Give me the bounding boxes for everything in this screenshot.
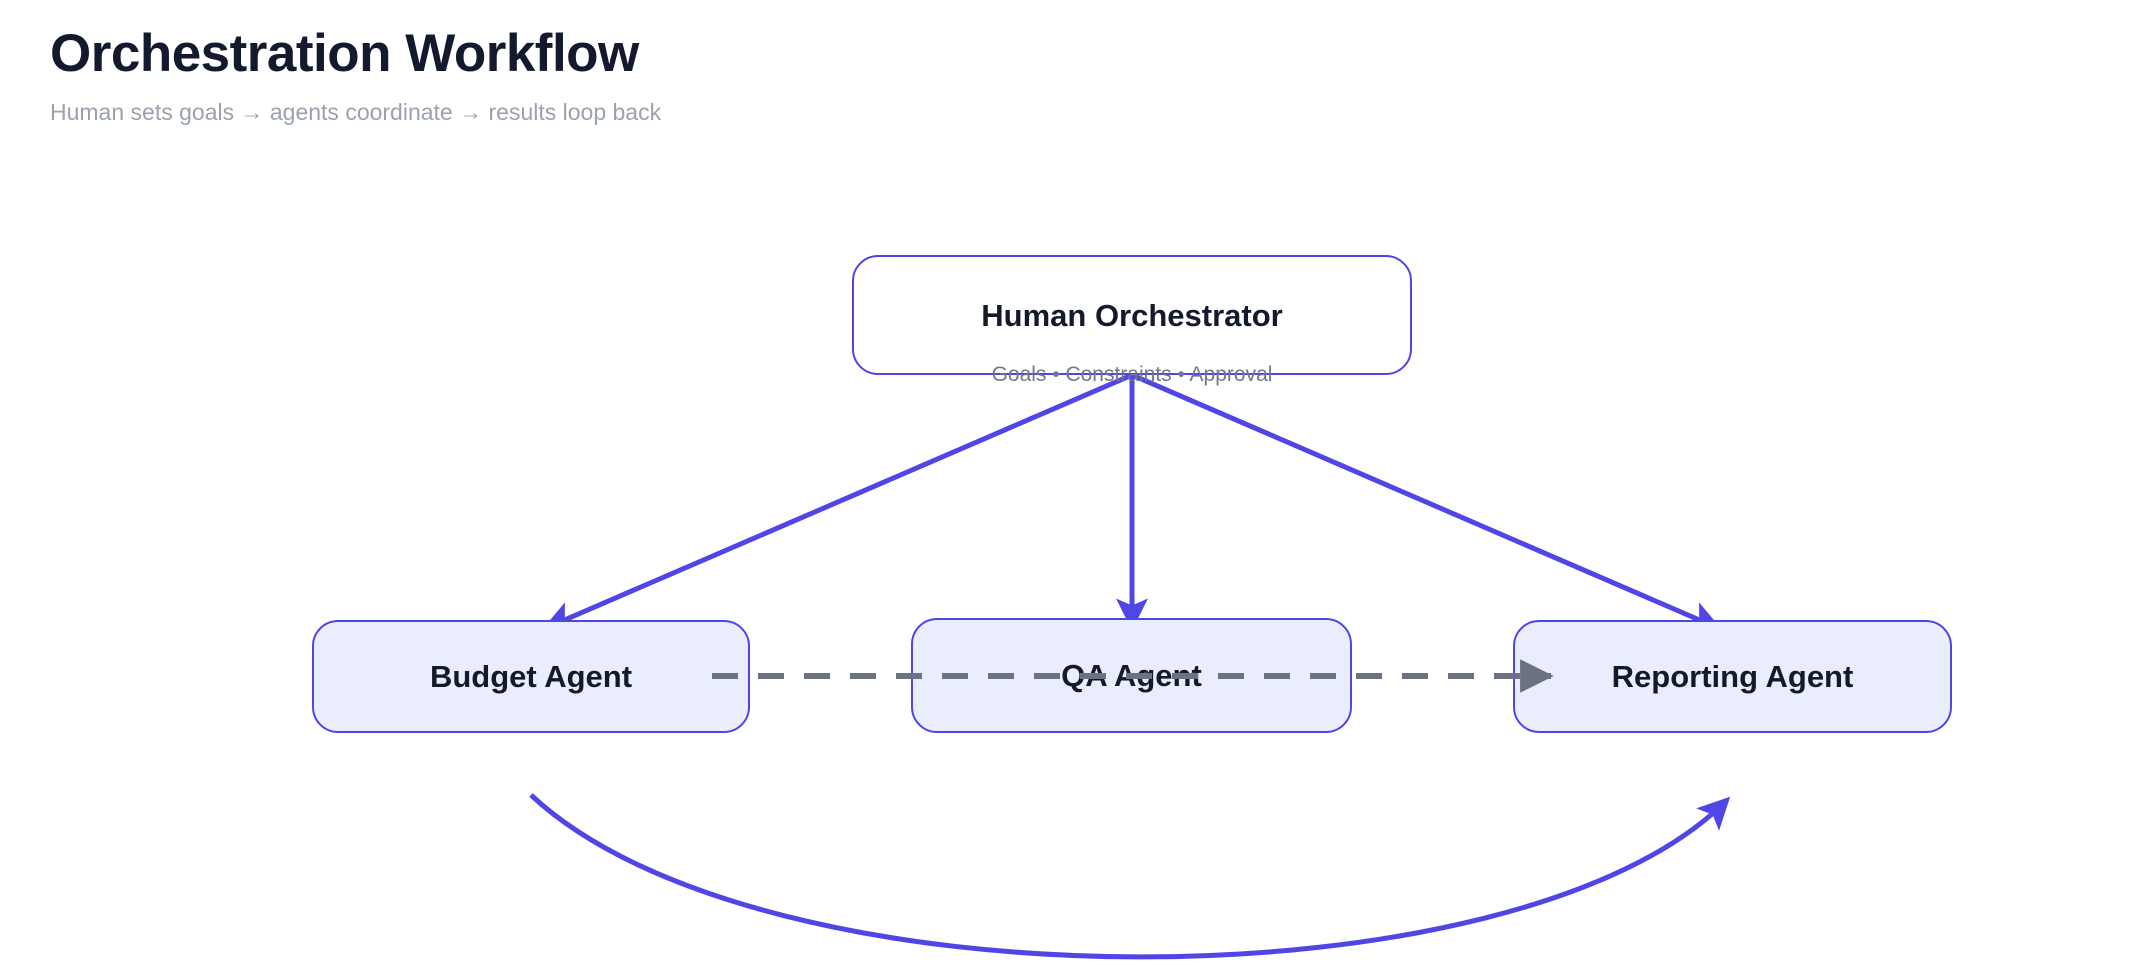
edge-feedback-loop [529, 793, 1731, 960]
page-header: Orchestration Workflow Human sets goals … [50, 24, 1650, 127]
node-human-orchestrator-label: Human Orchestrator [981, 297, 1283, 333]
page-subtitle: Human sets goals → agents coordinate → r… [50, 98, 662, 125]
edge-orchestrator-budget [541, 372, 1133, 632]
node-reporting-agent[interactable]: Reporting Agent [1513, 620, 1952, 733]
node-human-orchestrator[interactable]: Human Orchestrator Goals • Constraints •… [852, 255, 1412, 385]
node-budget-agent[interactable]: Budget Agent [312, 620, 750, 733]
node-qa-agent-label: QA Agent [1061, 658, 1202, 693]
edge-orchestrator-reporting [1131, 372, 1723, 632]
node-human-orchestrator-sublabel: Goals • Constraints • Approval [991, 363, 1273, 386]
node-reporting-agent-label: Reporting Agent [1611, 659, 1854, 694]
node-qa-agent[interactable]: QA Agent [911, 618, 1352, 733]
page-title: Orchestration Workflow [50, 24, 639, 83]
node-budget-agent-label: Budget Agent [429, 659, 633, 694]
